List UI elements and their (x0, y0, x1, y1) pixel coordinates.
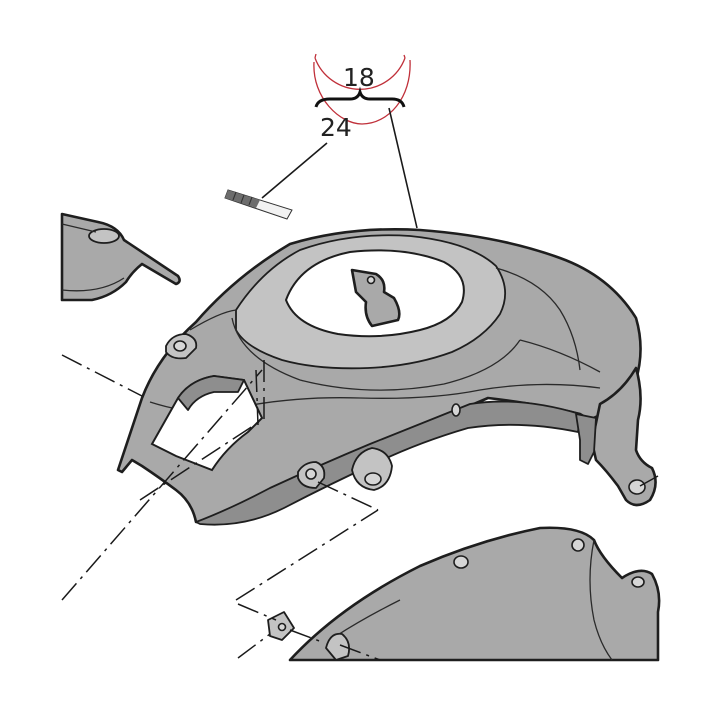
assembly-line (61, 354, 143, 397)
filler-cap-bracket (350, 268, 401, 328)
front-tab-hole (173, 340, 187, 352)
brace-bracket (314, 86, 406, 108)
cover-contour-line (231, 317, 521, 391)
cutout-inner-rim (177, 375, 245, 411)
side-boss-hole (305, 468, 317, 480)
decal-stripe (248, 196, 253, 206)
assembly-line (61, 369, 263, 601)
lower-tank-hole (453, 555, 469, 569)
leader-line-18 (388, 107, 418, 229)
lower-tank-hole (571, 538, 585, 552)
assembly-line (339, 644, 381, 661)
lower-tank-boss (325, 632, 351, 661)
cover-contour-line (495, 267, 581, 371)
decal-stripe (240, 194, 245, 204)
assembly-line (237, 633, 271, 659)
bracket-circle-arc (313, 59, 411, 125)
bottom-boss-hole (364, 472, 382, 486)
assembly-line (289, 629, 323, 643)
cap-bracket-hole (366, 275, 376, 285)
assembly-line (255, 369, 259, 426)
assembly-line (317, 481, 379, 511)
lower-tank-contour (589, 539, 613, 661)
callout-number-18: 18 (343, 63, 375, 92)
rear-small-hole (451, 403, 461, 417)
clip-nut-hole (277, 622, 287, 632)
left-panel-body (60, 212, 181, 302)
assembly-line (639, 475, 659, 487)
tank-cover-right-flank (590, 366, 657, 507)
assembly-line (235, 509, 379, 601)
lower-tank-body (288, 526, 661, 662)
left-panel-edge (61, 223, 125, 292)
assembly-line (237, 603, 277, 621)
left-panel-hole (88, 228, 120, 244)
bottom-mounting-boss (351, 447, 393, 491)
callout-group: 18 24 (261, 53, 418, 229)
assembly-line (139, 419, 263, 501)
callout-number-24: 24 (320, 113, 352, 142)
lower-tank-section (288, 526, 661, 662)
assembly-lines (61, 354, 659, 661)
right-clip-bracket (575, 413, 597, 465)
decal-sticker (224, 189, 293, 220)
left-side-panel (60, 212, 181, 302)
cover-contour-line (189, 309, 237, 331)
fuel-tank-cover (116, 227, 657, 526)
mounting-hole (628, 479, 646, 495)
cover-contour-line (519, 339, 601, 373)
leader-line-24 (261, 142, 328, 199)
clip-nut (267, 611, 295, 641)
decal-stripe (232, 191, 237, 201)
lower-tank-hole (631, 576, 645, 588)
